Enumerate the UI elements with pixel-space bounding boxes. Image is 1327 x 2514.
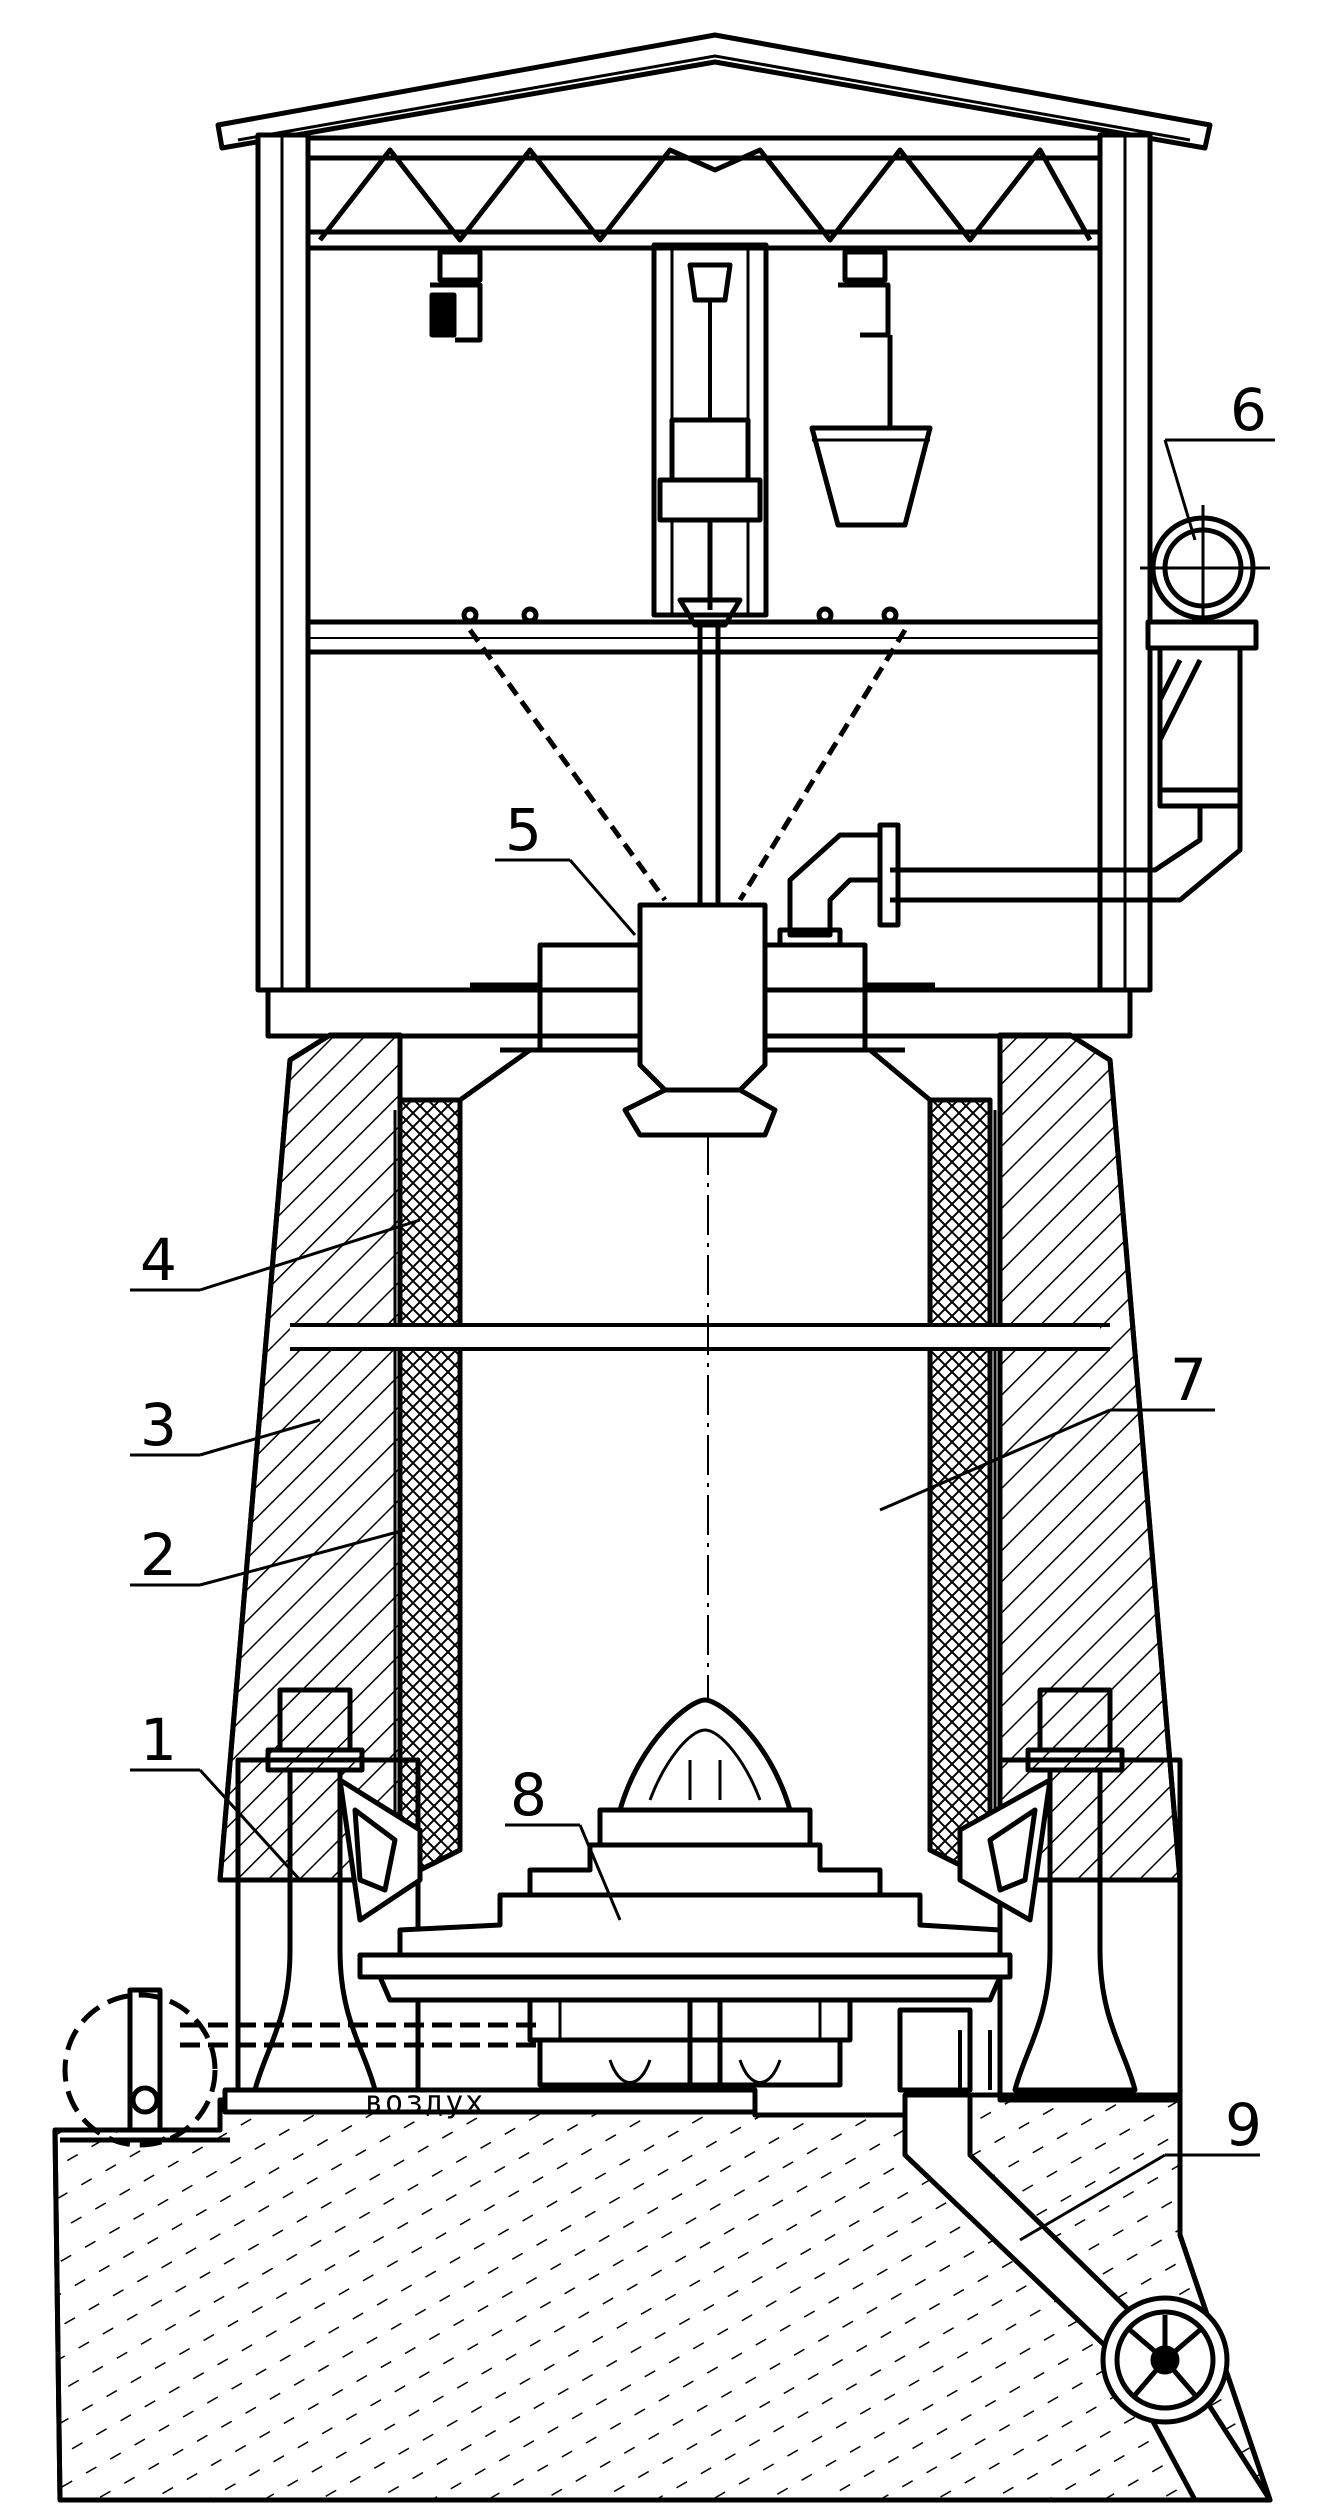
grate-icon <box>357 1697 1013 2088</box>
support-right <box>957 1687 1183 2103</box>
shaft-wall-right <box>997 1032 1183 1883</box>
shaft-wall-left <box>217 1032 403 1883</box>
roof <box>215 32 1213 151</box>
pipe-icon <box>777 505 1270 948</box>
feeder <box>470 902 935 1138</box>
fan-impeller-icon <box>1100 2295 1230 2425</box>
break-line <box>290 1323 1110 1351</box>
callout-6: 6 <box>1230 376 1267 444</box>
bucket-icon <box>809 425 933 528</box>
central-hoist <box>651 242 769 915</box>
air-label: воздух <box>365 2085 485 2120</box>
callout-9: 9 <box>1225 2091 1262 2159</box>
lining-left <box>393 1097 463 1883</box>
callout-7: 7 <box>1170 1346 1207 1414</box>
leader-lines <box>130 438 1275 2242</box>
callout-4: 4 <box>140 1226 177 1294</box>
hopper <box>467 628 908 902</box>
callout-2: 2 <box>140 1521 177 1589</box>
lining-right <box>927 1097 997 1883</box>
callout-3: 3 <box>140 1391 177 1459</box>
callout-labels: 1 2 3 4 5 6 7 8 9 воздух <box>140 376 1267 2159</box>
callout-8: 8 <box>510 1761 547 1829</box>
left-trolley <box>429 249 483 343</box>
callout-1: 1 <box>140 1706 177 1774</box>
callout-5: 5 <box>505 796 542 864</box>
